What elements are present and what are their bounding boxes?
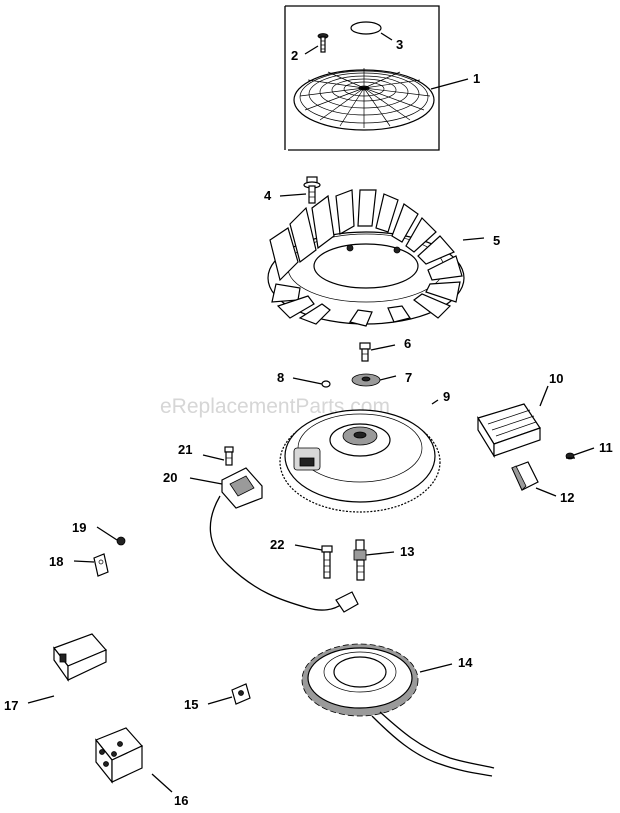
callout-19: 19 [72,520,86,535]
part-9-flywheel [279,409,441,513]
callout-16: 16 [174,793,188,808]
part-6-screw [359,342,371,362]
callout-labels: 1 2 3 4 5 6 7 8 9 10 11 12 13 14 15 16 1… [4,37,613,808]
callout-17: 17 [4,698,18,713]
callout-8: 8 [277,370,284,385]
part-7-washer [351,373,381,387]
part-20-ignition-module [209,467,359,613]
part-15-clamp [231,683,251,705]
part-14-stator [301,643,495,777]
callout-15: 15 [184,697,198,712]
part-16-connector-block [95,727,143,784]
part-12-clip [511,461,539,491]
callout-11: 11 [599,440,613,455]
callout-4: 4 [264,188,272,203]
callout-3: 3 [396,37,403,52]
callout-21: 21 [178,442,192,457]
callout-14: 14 [458,655,473,670]
callout-5: 5 [493,233,500,248]
callout-18: 18 [49,554,63,569]
callout-1: 1 [473,71,480,86]
callout-10: 10 [549,371,563,386]
callout-12: 12 [560,490,574,505]
part-8-key [321,380,331,388]
callout-13: 13 [400,544,414,559]
part-1-screen [293,68,435,131]
part-11-screw [565,452,575,460]
callout-7: 7 [405,370,412,385]
part-18-clamp [93,553,109,577]
part-19-nut [116,536,126,546]
part-10-regulator [477,403,541,459]
callout-9: 9 [443,389,450,404]
part-17-connector [53,633,107,682]
callout-2: 2 [291,48,298,63]
part-22-bolt [321,545,333,579]
watermark: eReplacementParts.com [160,395,390,418]
part-13-spark-plug [353,539,367,581]
callout-22: 22 [270,537,284,552]
callout-20: 20 [163,470,177,485]
part-1-screen-box [284,5,440,151]
part-4-bolt [303,176,321,204]
part-3-decal [350,21,382,35]
part-21-screw [224,446,234,466]
callout-6: 6 [404,336,411,351]
leader-lines [27,32,595,793]
part-5-fan [267,189,465,327]
part-2-screw [317,33,329,53]
